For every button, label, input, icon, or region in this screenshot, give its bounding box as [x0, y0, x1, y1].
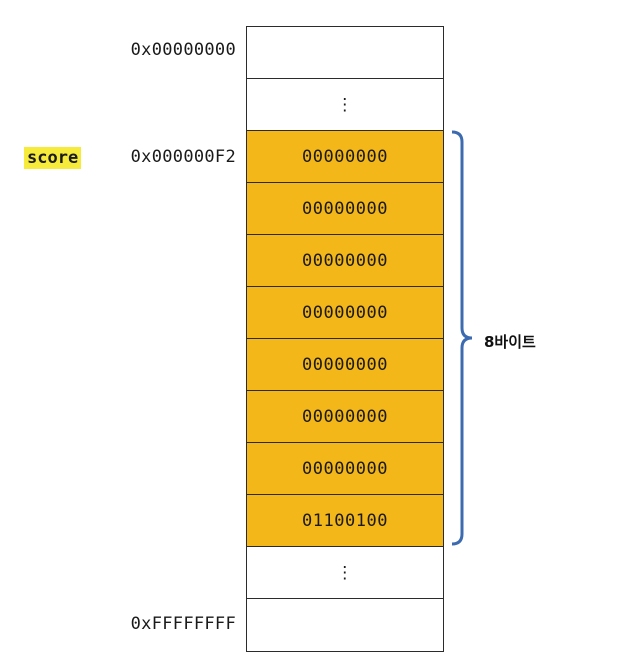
memory-cell-empty [247, 27, 443, 79]
memory-cell-byte: 00000000 [247, 131, 443, 183]
variable-address-label: 0x000000F2 [130, 147, 236, 167]
byte-count-label: 8바이트 [484, 333, 536, 351]
memory-cell-byte: 00000000 [247, 287, 443, 339]
byte-range-brace [451, 130, 473, 546]
memory-cell-byte: 00000000 [247, 443, 443, 495]
end-address-label: 0xFFFFFFFF [130, 614, 236, 634]
memory-cell-byte: 00000000 [247, 235, 443, 287]
start-address-label: 0x00000000 [130, 40, 236, 60]
memory-cell-byte: 00000000 [247, 339, 443, 391]
memory-cell-ellipsis: ⋮ [247, 547, 443, 599]
brace-path [451, 130, 473, 546]
memory-cell-byte: 01100100 [247, 495, 443, 547]
memory-cell-ellipsis: ⋮ [247, 79, 443, 131]
memory-cell-empty [247, 599, 443, 651]
memory-cell-byte: 00000000 [247, 183, 443, 235]
variable-name-score: score [24, 147, 82, 169]
memory-cell-byte: 00000000 [247, 391, 443, 443]
